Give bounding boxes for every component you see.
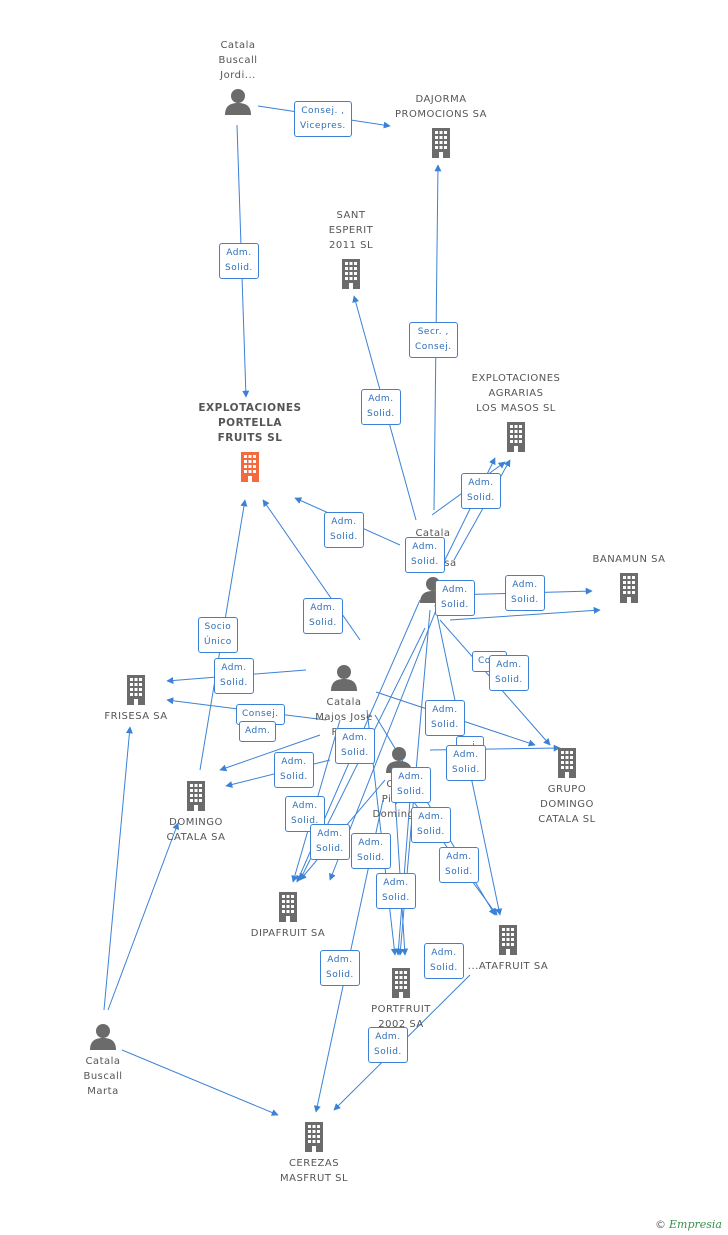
edge-line: [121, 1049, 279, 1116]
building-icon[interactable]: [620, 573, 638, 603]
brand-logo-text: Empresia: [669, 1218, 722, 1231]
edge-role-label: Adm. Solid.: [461, 473, 501, 509]
edge-role-label: Adm. Solid.: [405, 537, 445, 573]
node-label-portfruit[interactable]: PORTFRUIT 2002 SA: [371, 1004, 431, 1030]
person-icon[interactable]: [331, 665, 357, 691]
edge-role-label: Adm. Solid.: [219, 243, 259, 279]
building-icon[interactable]: [279, 892, 297, 922]
edge-role-label: Secr. , Consej.: [409, 322, 458, 358]
edge-role-label: Adm. Solid.: [274, 752, 314, 788]
building-icon[interactable]: [499, 925, 517, 955]
edge-line: [219, 734, 321, 772]
edge-role-label: Adm. Solid.: [435, 580, 475, 616]
node-label-frisesa[interactable]: FRISESA SA: [104, 711, 168, 722]
person-icon[interactable]: [225, 89, 251, 115]
edge-line: [103, 726, 133, 1011]
edge-role-label: Adm. Solid.: [310, 824, 350, 860]
node-label-dipafruit[interactable]: DIPAFRUIT SA: [250, 928, 326, 939]
edge-line: [449, 606, 601, 621]
node-label-cerezas[interactable]: CEREZAS MASFRUT SL: [279, 1158, 349, 1184]
edge-role-label: Adm. Solid.: [324, 512, 364, 548]
edge-role-label: Adm. Solid.: [446, 745, 486, 781]
edge-role-label: Adm. Solid.: [335, 728, 375, 764]
copyright-symbol: ©: [655, 1218, 666, 1231]
edge-role-label: Adm. Solid.: [505, 575, 545, 611]
edge-role-label: Adm. Solid.: [361, 389, 401, 425]
node-label-banamun[interactable]: BANAMUN SA: [592, 554, 666, 565]
building-icon[interactable]: [392, 968, 410, 998]
node-label-catala-buscall-jordi[interactable]: Catala Buscall Jordi...: [218, 40, 258, 81]
edge-role-label: Adm. Solid.: [214, 658, 254, 694]
footer-brand: ©Empresia: [655, 1218, 722, 1231]
edge-role-label: Adm. Solid.: [424, 943, 464, 979]
node-label-sant-esperit[interactable]: SANT ESPERIT 2011 SL: [328, 210, 374, 251]
edge-role-label: Adm. Solid.: [303, 598, 343, 634]
node-label-domingo-catala[interactable]: DOMINGO CATALA SA: [166, 817, 226, 843]
edge-role-label: Adm.: [239, 721, 277, 742]
node-label-catafruit[interactable]: ...ATAFRUIT SA: [467, 961, 549, 972]
edge-line: [107, 822, 180, 1011]
edge-role-label: Adm. Solid.: [391, 767, 431, 803]
node-label-grupo-domingo[interactable]: GRUPO DOMINGO CATALA SL: [538, 784, 596, 825]
edge-role-label: Adm. Solid.: [411, 807, 451, 843]
building-icon[interactable]: [241, 452, 259, 482]
building-icon[interactable]: [127, 675, 145, 705]
edge-role-label: Adm. Solid.: [320, 950, 360, 986]
edge-role-label: Socio Único: [198, 617, 238, 653]
edge-role-label: Adm. Solid.: [368, 1027, 408, 1063]
building-icon[interactable]: [507, 422, 525, 452]
edge-role-label: Adm. Solid.: [489, 655, 529, 691]
edge-role-label: Adm. Solid.: [351, 833, 391, 869]
edge-line: [262, 499, 361, 641]
edge-role-label: Adm. Solid.: [425, 700, 465, 736]
edge-role-label: Adm. Solid.: [376, 873, 416, 909]
edge-role-label: Consej. , Vicepres.: [294, 101, 352, 137]
person-icon[interactable]: [90, 1024, 116, 1050]
node-label-explotaciones-portella[interactable]: EXPLOTACIONES PORTELLA FRUITS SL: [198, 402, 302, 444]
node-label-explotaciones-masos[interactable]: EXPLOTACIONES AGRARIAS LOS MASOS SL: [471, 373, 561, 414]
edge-role-label: Adm. Solid.: [439, 847, 479, 883]
building-icon[interactable]: [342, 259, 360, 289]
node-label-catala-buscall-marta[interactable]: Catala Buscall Marta: [83, 1056, 123, 1097]
building-icon[interactable]: [187, 781, 205, 811]
building-icon[interactable]: [305, 1122, 323, 1152]
node-label-dajorma[interactable]: DAJORMA PROMOCIONS SA: [394, 94, 488, 120]
building-icon[interactable]: [432, 128, 450, 158]
building-icon[interactable]: [558, 748, 576, 778]
